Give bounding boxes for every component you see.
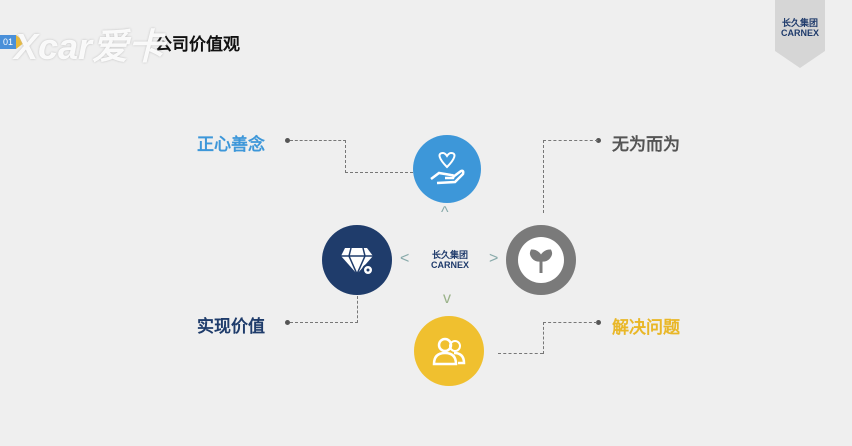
heart-hand-icon bbox=[413, 135, 481, 203]
watermark: Xcar爱卡 bbox=[14, 26, 165, 67]
connector-line bbox=[345, 172, 413, 173]
section-marker bbox=[16, 35, 25, 49]
connector-line bbox=[290, 140, 346, 173]
sprout-icon bbox=[506, 225, 576, 295]
diamond-gear-icon bbox=[322, 225, 392, 295]
brand-badge: 长久集团 CARNEX bbox=[775, 0, 825, 68]
people-icon bbox=[414, 316, 484, 386]
connector-line bbox=[543, 140, 598, 213]
value-label-wuwei: 无为而为 bbox=[612, 135, 680, 154]
chevron-left-icon: < bbox=[400, 250, 410, 267]
brand-logo-cn: 长久集团 bbox=[781, 18, 818, 28]
center-logo-cn: 长久集团 bbox=[431, 250, 468, 260]
section-number: 01 bbox=[0, 35, 16, 49]
connector-line bbox=[290, 296, 358, 323]
value-label-jiejue: 解决问题 bbox=[612, 318, 680, 337]
center-logo-en: CARNEX bbox=[430, 260, 469, 270]
center-logo: 长久集团 CARNEX bbox=[424, 250, 476, 270]
connector-dot bbox=[285, 320, 290, 325]
value-label-zhengxin: 正心善念 bbox=[197, 135, 265, 154]
chevron-right-icon: > bbox=[489, 250, 499, 267]
connector-dot bbox=[596, 320, 601, 325]
connector-line bbox=[543, 322, 597, 354]
connector-dot bbox=[596, 138, 601, 143]
connector-line bbox=[498, 322, 543, 354]
chevron-up-icon: ^ bbox=[441, 204, 449, 221]
connector-dot bbox=[285, 138, 290, 143]
page-title: 公司价值观 bbox=[155, 35, 240, 54]
chevron-down-icon: v bbox=[443, 290, 451, 307]
brand-logo-en: CARNEX bbox=[780, 28, 819, 38]
value-label-shixian: 实现价值 bbox=[197, 317, 265, 336]
